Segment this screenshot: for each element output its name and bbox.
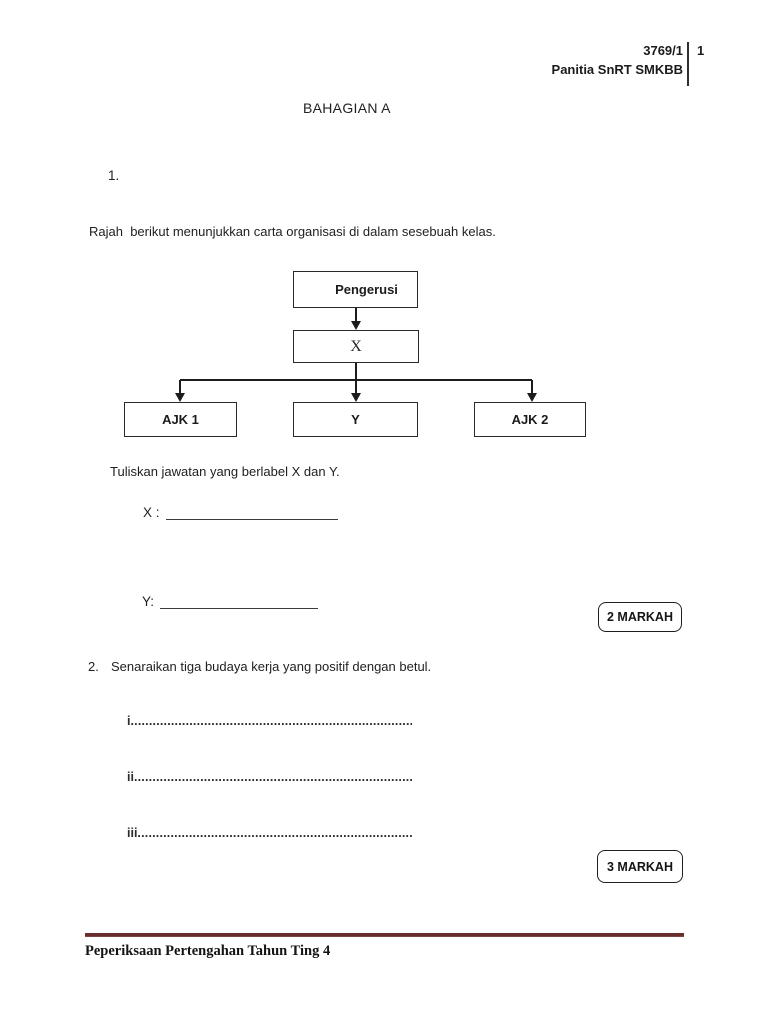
question1-instruction: Tuliskan jawatan yang berlabel X dan Y. xyxy=(110,464,340,479)
answer-iii-label: iii xyxy=(127,826,138,840)
chart-node-pengerusi: Pengerusi xyxy=(293,271,418,308)
page-number: 1 xyxy=(697,43,705,58)
marks-badge-q2: 3 MARKAH xyxy=(597,850,683,883)
chart-node-y-label: Y xyxy=(351,412,360,427)
answer-y-label: Y: xyxy=(142,594,155,609)
footer-text: Peperiksaan Pertengahan Tahun Ting 4 xyxy=(85,943,331,959)
section-title: BAHAGIAN A xyxy=(303,100,391,116)
chart-node-ajk2: AJK 2 xyxy=(474,402,586,437)
chart-node-x-label: X xyxy=(350,337,362,355)
answer-ii-blank: ........................................… xyxy=(133,770,412,784)
question1-intro: Rajah berikut menunjukkan carta organisa… xyxy=(89,224,496,239)
answer-iii-blank: ........................................… xyxy=(137,826,412,840)
header-info: 3769/1 Panitia SnRT SMKBB xyxy=(552,41,683,79)
answer-dotted-line-ii: ii......................................… xyxy=(127,770,412,788)
answer-line-x: X : xyxy=(143,502,338,520)
chart-node-x: X xyxy=(293,330,419,363)
chart-node-ajk1: AJK 1 xyxy=(124,402,237,437)
chart-node-ajk1-label: AJK 1 xyxy=(162,412,199,427)
header-divider xyxy=(687,42,689,86)
doc-code: 3769/1 xyxy=(643,43,683,58)
answer-x-blank xyxy=(165,504,338,520)
answer-i-label: i xyxy=(127,714,131,728)
question1-number: 1. xyxy=(108,168,120,183)
answer-line-y: Y: xyxy=(142,591,319,609)
question2-text: Senaraikan tiga budaya kerja yang positi… xyxy=(111,659,432,674)
question2-row: 2. Senaraikan tiga budaya kerja yang pos… xyxy=(88,659,431,674)
answer-x-label: X : xyxy=(143,505,160,520)
committee-name: Panitia SnRT SMKBB xyxy=(551,62,683,77)
answer-dotted-line-i: i.......................................… xyxy=(127,714,412,732)
marks-badge-q1: 2 MARKAH xyxy=(598,602,682,632)
chart-node-y: Y xyxy=(293,402,418,437)
question2-number: 2. xyxy=(88,659,99,674)
answer-i-blank: ........................................… xyxy=(130,714,412,728)
organization-chart: Pengerusi X AJK 1 Y AJK 2 xyxy=(0,271,768,441)
footer-rule xyxy=(85,933,684,937)
connector-arrows xyxy=(175,308,537,402)
chart-node-ajk2-label: AJK 2 xyxy=(511,412,549,427)
answer-ii-label: ii xyxy=(127,770,134,784)
answer-dotted-line-iii: iii.....................................… xyxy=(127,826,412,844)
answer-y-blank xyxy=(160,593,319,609)
chart-node-pengerusi-label: Pengerusi xyxy=(335,282,398,297)
